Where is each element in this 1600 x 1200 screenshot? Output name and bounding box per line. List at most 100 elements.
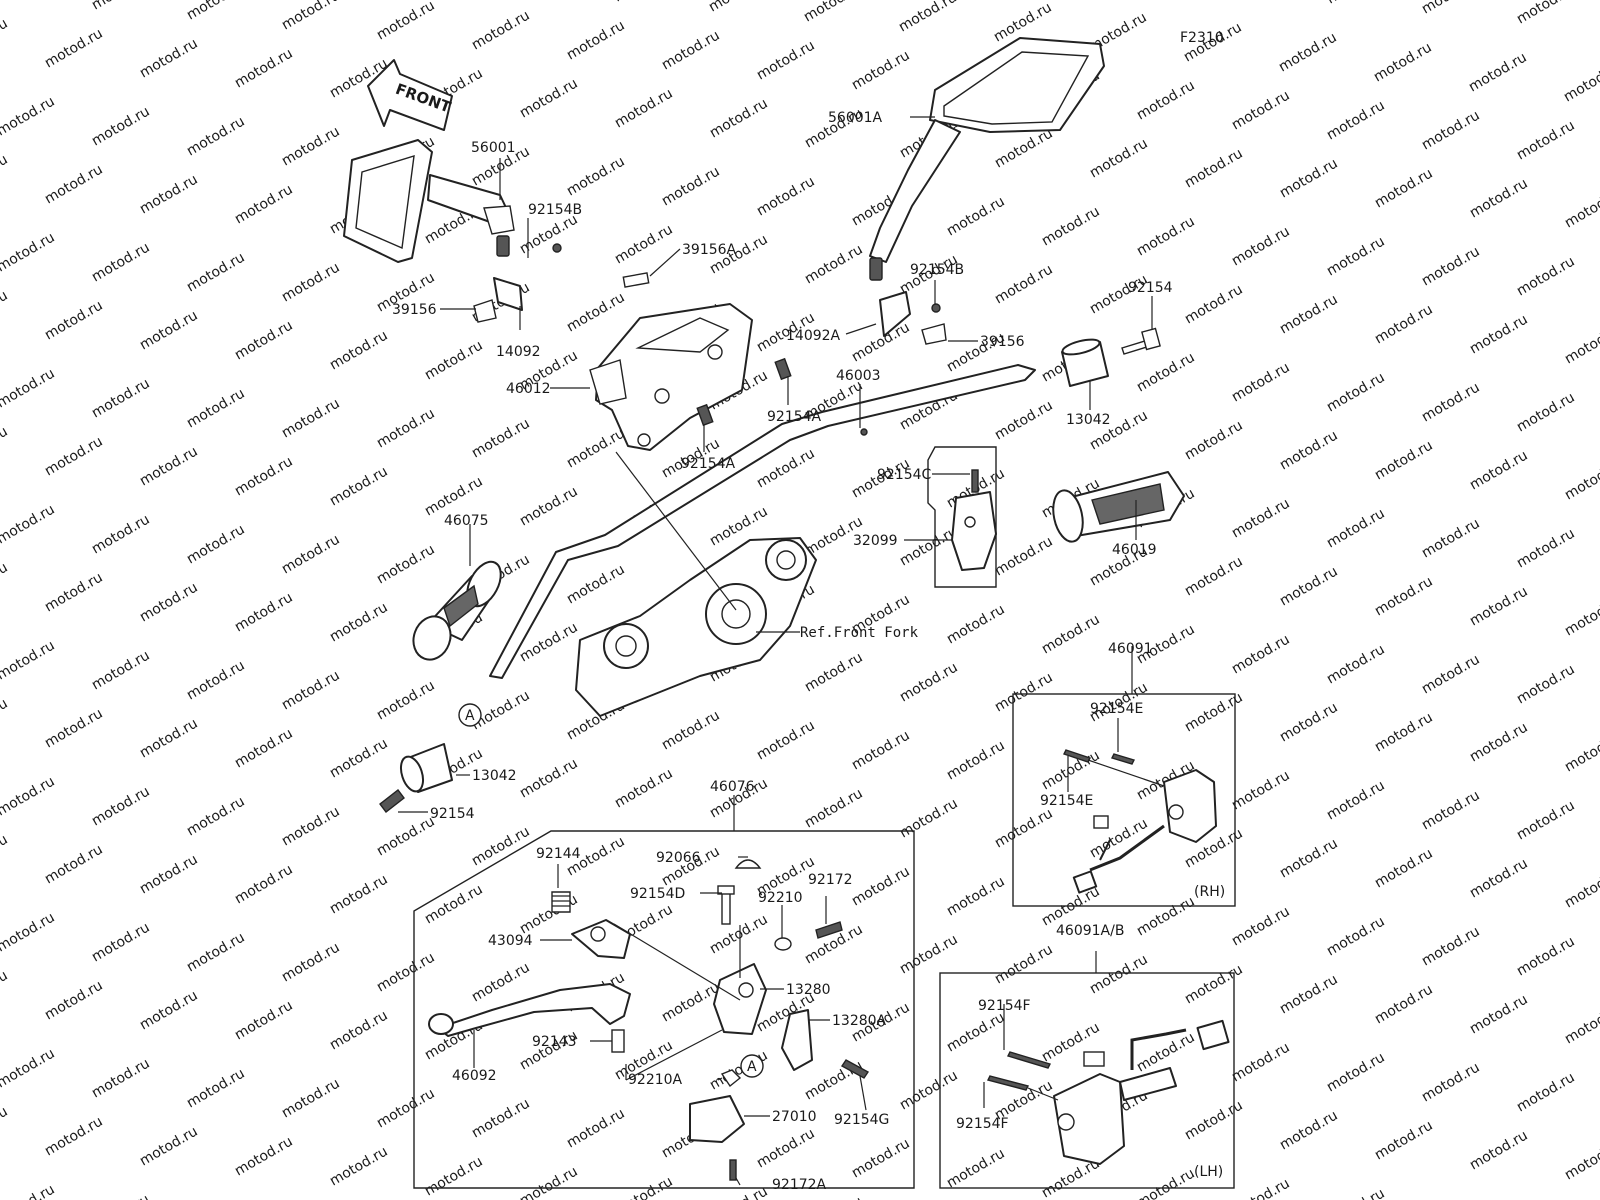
watermark-text: motod.ru	[184, 793, 248, 839]
watermark-text: motod.ru	[374, 677, 438, 723]
figure-code: F2310	[1180, 30, 1224, 46]
watermark-text: motod.ru	[1182, 553, 1246, 599]
watermark-text: motod.ru	[0, 0, 58, 3]
watermark-text: motod.ru	[42, 161, 106, 207]
watermark-text: motod.ru	[1467, 855, 1531, 901]
watermark-text: motod.ru	[1134, 213, 1198, 259]
watermark-text: motod.ru	[1229, 1039, 1293, 1085]
watermark-text: motod.ru	[802, 241, 866, 287]
watermark-text: motod.ru	[801, 0, 865, 25]
watermark-text: motod.ru	[184, 521, 248, 567]
watermark-text: motod.ru	[1324, 233, 1388, 279]
watermark-text: motod.ru	[232, 861, 296, 907]
bolt-92154d	[717, 885, 735, 925]
watermark-text: motod.ru	[1514, 525, 1578, 571]
watermark-text: motod.ru	[611, 0, 675, 5]
label-43094: 43094	[488, 933, 533, 949]
watermark-text: motod.ru	[659, 979, 723, 1025]
watermark-text: motod.ru	[564, 153, 628, 199]
label-92154c: 92154C	[877, 467, 932, 483]
lh-switch-box	[939, 972, 1235, 1189]
watermark-text: motod.ru	[1467, 991, 1531, 1037]
watermark-text: motod.ru	[374, 1085, 438, 1131]
watermark-text: motod.ru	[564, 17, 628, 63]
cover-39156a	[622, 272, 650, 288]
label-92154-right: 92154	[1128, 280, 1173, 296]
watermark-text: motod.ru	[327, 327, 391, 373]
watermark-text: motod.ru	[1229, 1175, 1293, 1200]
watermark-text: motod.ru	[612, 85, 676, 131]
label-39156a: 39156A	[682, 242, 737, 258]
watermark-text: motod.ru	[1372, 573, 1436, 619]
watermark-text: motod.ru	[327, 1007, 391, 1053]
watermark-text: motod.ru	[1419, 923, 1483, 969]
bolt-92154g	[840, 1059, 870, 1079]
watermark-text: motod.ru	[89, 647, 153, 693]
watermark-text: motod.ru	[1372, 981, 1436, 1027]
watermark-text: motod.ru	[564, 289, 628, 335]
watermark-text: motod.ru	[184, 1065, 248, 1111]
watermark-text: motod.ru	[374, 405, 438, 451]
watermark-text: motod.ru	[612, 1173, 676, 1200]
label-46019: 46019	[1112, 542, 1157, 558]
watermark-text: motod.ru	[184, 929, 248, 975]
watermark-text: motod.ru	[1372, 1117, 1436, 1163]
watermark-text: motod.ru	[89, 511, 153, 557]
watermark-text: motod.ru	[1419, 1059, 1483, 1105]
watermark-text: motod.ru	[469, 1095, 533, 1141]
watermark-text: motod.ru	[137, 987, 201, 1033]
left-mirror-screw-92154b	[552, 243, 562, 253]
watermark-text: motod.ru	[1324, 777, 1388, 823]
watermark-text: motod.ru	[279, 667, 343, 713]
bar-end-weight-13042-left	[399, 743, 453, 793]
watermark-text: motod.ru	[0, 831, 11, 877]
upper-clamp-46012	[589, 303, 753, 451]
watermark-text: motod.ru	[0, 1045, 58, 1091]
watermark-text: motod.ru	[944, 601, 1008, 647]
watermark-text: motod.ru	[469, 959, 533, 1005]
watermark-text: motod.ru	[944, 193, 1008, 239]
lever-46092	[428, 983, 631, 1037]
watermark-text: motod.ru	[1419, 651, 1483, 697]
watermark-text: motod.ru	[232, 181, 296, 227]
watermark-text: motod.ru	[1514, 661, 1578, 707]
watermark-text: motod.ru	[137, 851, 201, 897]
watermark-text: motod.ru	[1372, 709, 1436, 755]
watermark-text: motod.ru	[992, 397, 1056, 443]
label-46012: 46012	[506, 381, 551, 397]
label-13042-right: 13042	[1066, 412, 1111, 428]
watermark-text: motod.ru	[897, 795, 961, 841]
watermark-text: motod.ru	[137, 171, 201, 217]
watermark-text: motod.ru	[1324, 1185, 1388, 1200]
watermark-text: motod.ru	[1372, 437, 1436, 483]
watermark-text: motod.ru	[89, 0, 153, 13]
lh-label: (LH)	[1194, 1164, 1223, 1180]
right-pad-39156	[921, 323, 947, 345]
left-pad-39156	[473, 299, 497, 323]
watermark-text: motod.ru	[1419, 0, 1483, 17]
label-92154f-1: 92154F	[978, 998, 1031, 1014]
watermark-text: motod.ru	[1324, 913, 1388, 959]
label-46091: 46091	[1108, 641, 1153, 657]
right-mirror	[869, 37, 1105, 281]
watermark-text: motod.ru	[374, 0, 438, 43]
label-92172a: 92172A	[772, 1177, 827, 1193]
watermark-text: motod.ru	[184, 385, 248, 431]
label-92144: 92144	[536, 846, 581, 862]
watermark-text: motod.ru	[0, 1181, 58, 1200]
watermark-text: motod.ru	[279, 0, 343, 33]
lever-assembly-box	[413, 830, 915, 1189]
watermark-text: motod.ru	[327, 871, 391, 917]
label-56001a: 56001A	[828, 110, 883, 126]
marker-a-bar: A	[458, 703, 482, 727]
watermark-text: motod.ru	[1562, 457, 1600, 503]
watermark-text: motod.ru	[137, 1123, 201, 1169]
watermark-text: motod.ru	[944, 873, 1008, 919]
right-mirror-screw-92154b	[931, 303, 941, 313]
watermark-text: motod.ru	[1277, 291, 1341, 337]
watermark-text: motod.ru	[42, 977, 106, 1023]
watermark-text: motod.ru	[849, 47, 913, 93]
watermark-text: motod.ru	[1277, 699, 1341, 745]
watermark-text: motod.ru	[89, 375, 153, 421]
watermark-text: motod.ru	[992, 533, 1056, 579]
